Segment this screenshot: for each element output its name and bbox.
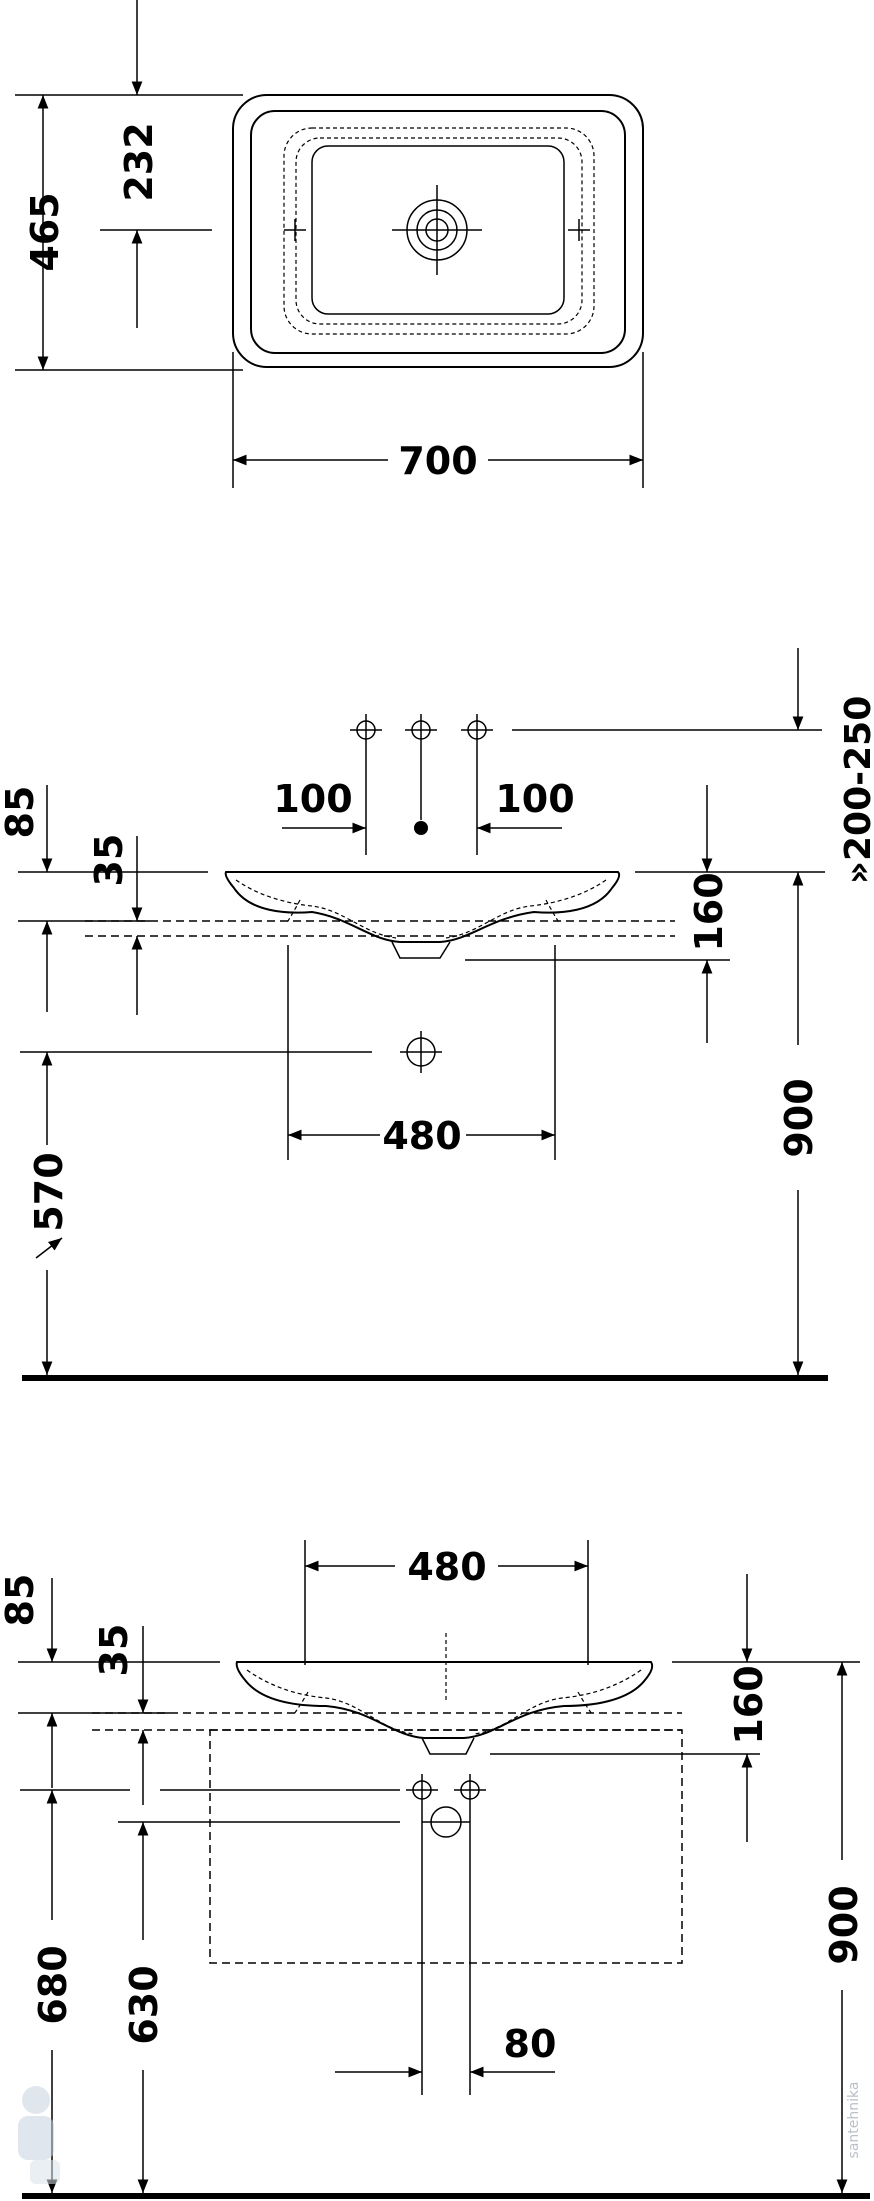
side-view: 100 100 »200-250 85 35 160 480 570 900 (0, 648, 874, 1381)
dim-rim-drop: 35 (87, 834, 131, 887)
drain-outlet (391, 941, 451, 959)
drain-outlet (421, 1737, 475, 1755)
dim-waste-height: 630 (122, 1965, 166, 2044)
dim-depth: 465 (23, 192, 67, 271)
dim-trap-height: 570 (27, 1152, 71, 1231)
dim-drain-offset: 232 (117, 122, 161, 201)
basin-profile (235, 1661, 654, 1739)
dim-bowl-width: 480 (382, 1114, 461, 1158)
tap-hole-icon (405, 714, 437, 746)
overflow-marks (285, 899, 561, 925)
basin-outer-rim (232, 94, 644, 368)
top-view: 465 232 700 (15, 0, 644, 488)
drain-icon (392, 185, 482, 275)
dim-supply-height: 680 (31, 1945, 75, 2024)
supply-valve-icon (454, 1774, 486, 1806)
basin-inner-rim (250, 110, 626, 354)
dim-tap-offset-left: 100 (273, 777, 352, 821)
overflow-marks (293, 1691, 593, 1715)
waste-outlet-icon (422, 1806, 470, 1838)
bowl-outline (283, 127, 595, 335)
dim-rim-drop: 35 (92, 1624, 136, 1677)
dim-tap-height: »200-250 (838, 696, 874, 885)
dim-bowl-depth: 160 (687, 872, 731, 951)
bowl-inner-outline (295, 137, 583, 325)
watermark-text: santehnika (846, 2082, 862, 2159)
cabinet-outline (209, 1729, 683, 1964)
tap-hole-icon (461, 714, 493, 746)
dim-rim-height: 900 (777, 1078, 821, 1157)
overflow-right-icon (568, 219, 590, 241)
dim-rim-height: 900 (822, 1885, 866, 1964)
dim-width: 700 (398, 439, 477, 483)
overflow-left-icon (284, 219, 306, 241)
tap-position-dot (414, 821, 428, 835)
dim-overhang: 85 (0, 786, 42, 839)
basin-profile (224, 871, 621, 943)
dim-supply-spacing: 80 (504, 2022, 557, 2066)
front-view: 480 85 35 160 680 630 900 80 (0, 1540, 870, 2199)
basin-inner-profile (246, 1669, 642, 1735)
dim-tap-offset-right: 100 (495, 777, 574, 821)
watermark-logo (18, 2086, 60, 2184)
dim-bowl-depth: 160 (727, 1665, 771, 1744)
trap-icon (400, 1031, 442, 1073)
bowl-floor (311, 145, 565, 315)
tap-hole-icon (350, 714, 382, 746)
dim-overhang: 85 (0, 1574, 42, 1627)
supply-valve-icon (406, 1774, 438, 1806)
dim-bowl-width: 480 (407, 1545, 486, 1589)
